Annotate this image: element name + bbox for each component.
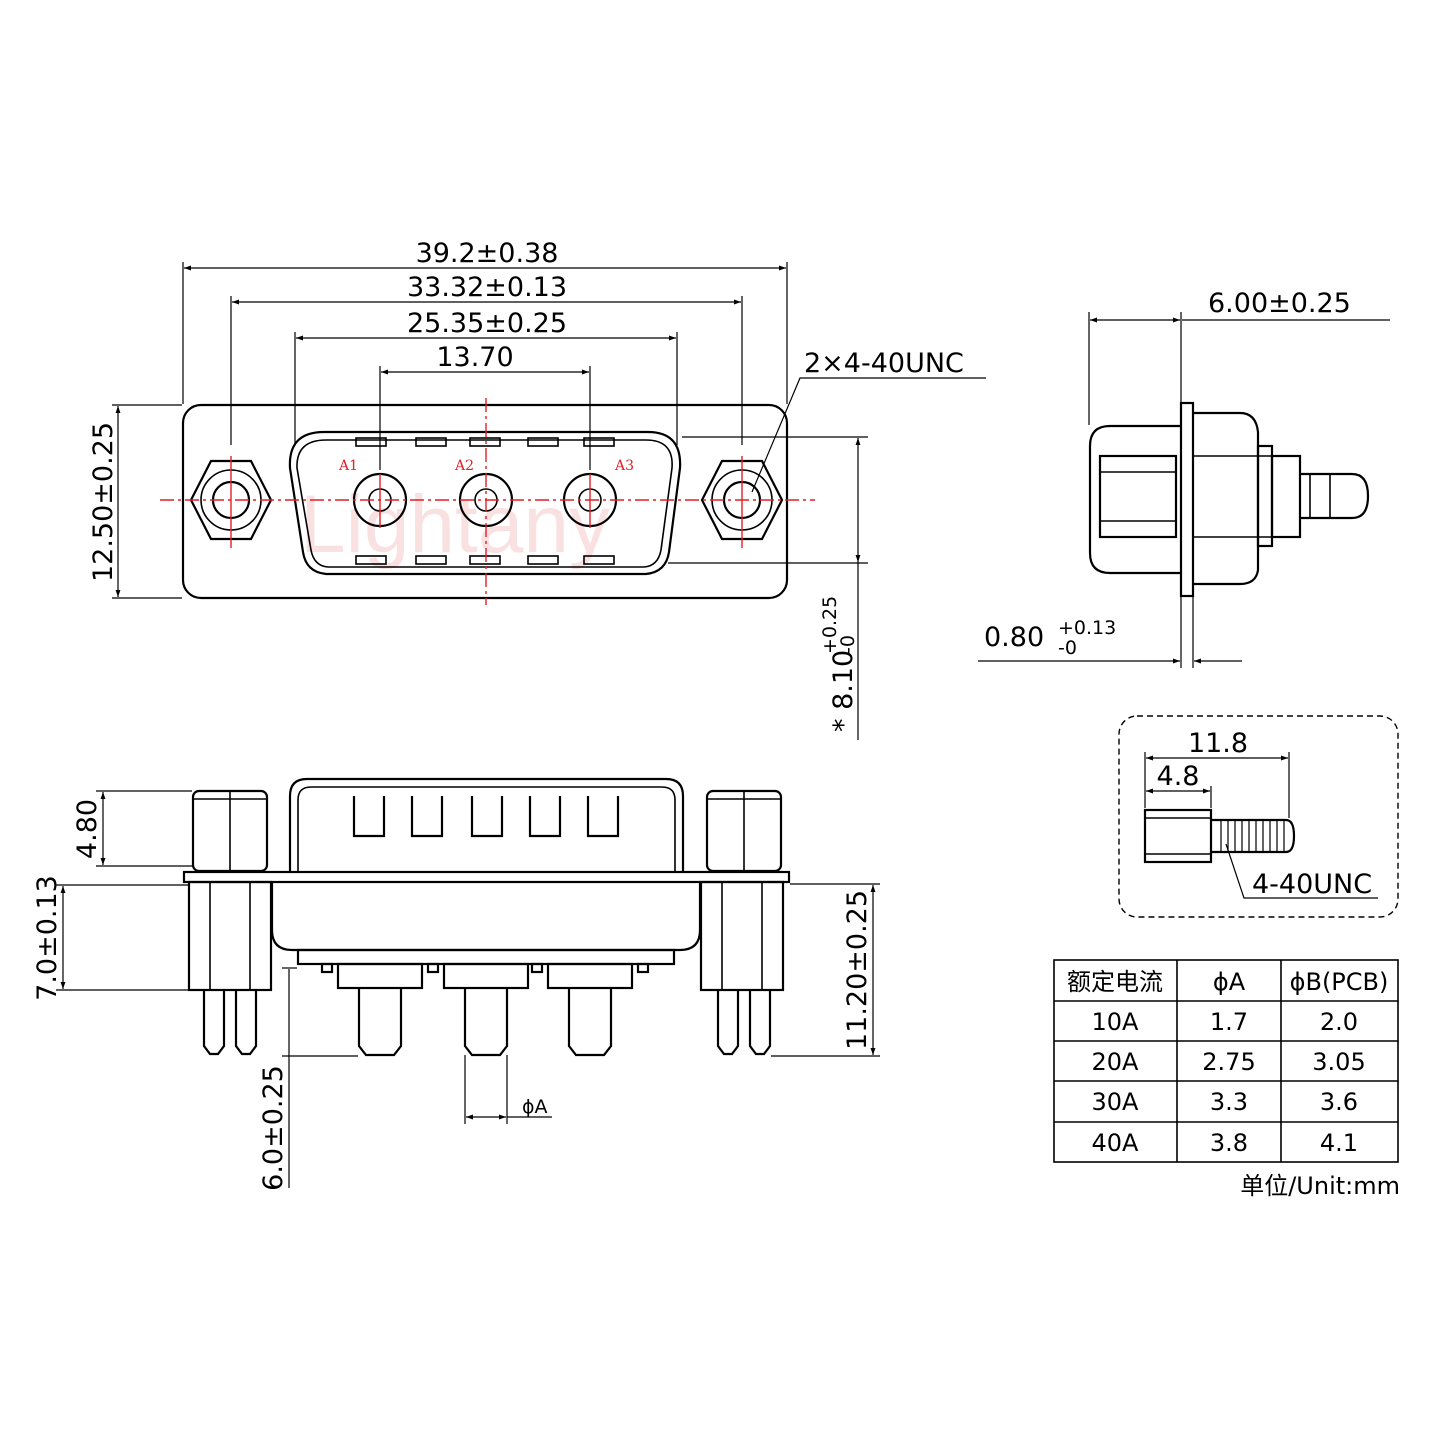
svg-text:* 8.10: * 8.10 [828, 650, 859, 732]
dim-side-depth: 6.00±0.25 [1208, 288, 1351, 319]
table-cell: 4.1 [1320, 1129, 1358, 1157]
dim-standoff-height: 7.0±0.13 [32, 875, 63, 1001]
standoff-left [187, 880, 273, 992]
table-cell: 40A [1092, 1129, 1140, 1157]
screw-dimension-lines [1144, 752, 1378, 899]
front-extension-lines [112, 262, 868, 599]
side-view: 6.00±0.25 0.80 +0.13 -0 [978, 288, 1390, 668]
front-flange [181, 403, 789, 600]
bottom-insert [296, 948, 676, 966]
front-dimension-lines [115, 265, 986, 740]
bottom-flange [182, 870, 791, 884]
svg-text:+0.25: +0.25 [819, 596, 841, 654]
thread-callout-screw: 4-40UNC [1252, 869, 1372, 900]
dim-overall-width: 39.2±0.38 [416, 238, 559, 269]
table-cell: 30A [1092, 1088, 1140, 1116]
dim-shell-width: 25.35±0.25 [407, 308, 567, 339]
table-cell: 2.75 [1202, 1048, 1255, 1076]
bottom-shell-top [288, 777, 685, 872]
svg-text:0.80: 0.80 [984, 622, 1044, 653]
table-header-current: 额定电流 [1067, 968, 1163, 996]
dim-total-height: 11.20±0.25 [842, 890, 873, 1050]
side-contact-tail [1300, 472, 1370, 520]
pin-label-a1: A1 [338, 458, 358, 474]
dim-screw-length: 11.8 [1188, 728, 1248, 759]
bottom-view: 4.80 7.0±0.13 11.20±0.25 6.0±0.25 ϕA [32, 777, 880, 1191]
side-insert [1256, 444, 1274, 548]
dim-mount-hole-spacing: 33.32±0.13 [407, 272, 567, 303]
center-lines [160, 398, 815, 605]
bottom-nut-right [705, 789, 783, 873]
side-dimension-lines [978, 312, 1390, 668]
pin-label-a2: A2 [454, 458, 474, 474]
board-lock-left [202, 990, 258, 1056]
d-shell-inner [296, 439, 673, 568]
dim-flange-thickness: 0.80 +0.13 -0 [984, 617, 1116, 659]
table-cell: 1.7 [1210, 1008, 1248, 1036]
front-view: Lightany A1 A2 A3 [88, 238, 986, 740]
watermark: Lightany [300, 479, 610, 570]
svg-text:-0: -0 [1058, 637, 1077, 659]
screw-detail: 11.8 4.8 4-40UNC [1118, 715, 1399, 918]
pin-label-a3: A3 [614, 458, 634, 474]
table-cell: 3.05 [1312, 1048, 1365, 1076]
bottom-contact-slots [352, 796, 620, 838]
table-cell: 3.8 [1210, 1129, 1248, 1157]
board-lock-right [716, 990, 772, 1056]
screw-head [1143, 808, 1213, 864]
side-shell [1193, 411, 1260, 586]
bottom-shell-body [270, 882, 702, 952]
dim-pin-length: 6.0±0.25 [258, 1065, 289, 1191]
dim-pin-diameter: ϕA [522, 1096, 548, 1118]
spec-table-frame [1053, 959, 1399, 1163]
table-cell: 2.0 [1320, 1008, 1358, 1036]
table-cell: 3.6 [1320, 1088, 1358, 1116]
side-flange [1179, 401, 1195, 598]
dim-nut-height: 4.80 [72, 799, 103, 859]
screw-thread-lines [1220, 820, 1285, 852]
table-cell: 10A [1092, 1008, 1140, 1036]
dim-star-height: * 8.10 +0.25 -0 [819, 596, 859, 732]
table-header-dia-a: ϕA [1213, 968, 1246, 996]
screw-thread [1211, 818, 1296, 854]
standoff-right [699, 880, 785, 992]
table-header-dia-b: ϕB(PCB) [1290, 968, 1389, 996]
contact-slots [355, 437, 615, 565]
svg-text:+0.13: +0.13 [1058, 617, 1116, 639]
side-nut-body [1088, 424, 1181, 575]
table-cell: 20A [1092, 1048, 1140, 1076]
thread-callout-front: 2×4-40UNC [804, 348, 964, 379]
bottom-nut-left [191, 789, 269, 873]
dim-flange-height: 12.50±0.25 [88, 422, 119, 582]
bottom-contacts [320, 962, 650, 1057]
side-contact-base [1270, 454, 1302, 539]
screw-detail-frame [1118, 715, 1399, 918]
svg-text:-0: -0 [837, 635, 859, 654]
dim-pin-pitch: 13.70 [436, 342, 513, 373]
dim-screw-head: 4.8 [1157, 761, 1200, 792]
side-nut-hex [1098, 454, 1178, 539]
spec-table: 额定电流 ϕA ϕB(PCB) 10A 1.7 2.0 20A 2.75 3.0… [1053, 959, 1400, 1200]
bottom-dimension-lines [56, 790, 880, 1188]
unit-note: 单位/Unit:mm [1240, 1172, 1400, 1200]
table-cell: 3.3 [1210, 1088, 1248, 1116]
